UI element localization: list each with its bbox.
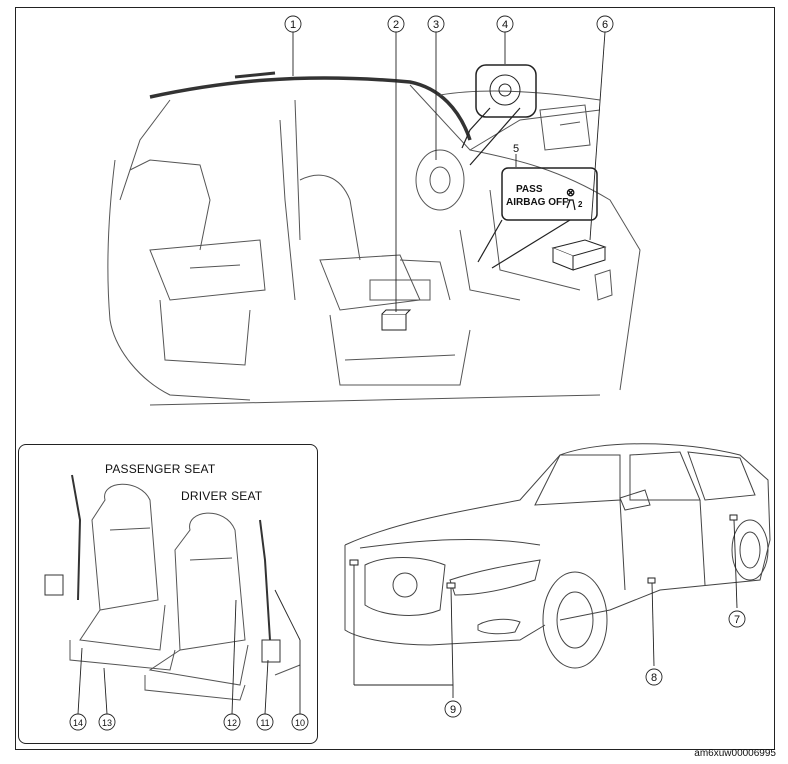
callout-3: 3 — [433, 19, 439, 31]
indicator-line-1: PASS — [516, 184, 543, 195]
callout-13: 13 — [102, 718, 112, 728]
indicator-line-2: AIRBAG OFF — [506, 197, 568, 208]
callout-14: 14 — [73, 718, 83, 728]
callout-6: 6 — [602, 19, 608, 31]
callout-2: 2 — [393, 19, 399, 31]
callout-5: 5 — [513, 143, 519, 155]
inset-leader-lines — [77, 589, 301, 715]
footer-code: am6xuw00006995 — [694, 748, 776, 759]
diagram-frame — [15, 7, 775, 750]
callout-10: 10 — [295, 718, 305, 728]
callout-7: 7 — [734, 614, 740, 626]
callout-8: 8 — [651, 672, 657, 684]
cabin-interior-illustration — [107, 71, 641, 406]
callout-11: 11 — [260, 718, 269, 728]
occupant-module-box — [381, 309, 412, 331]
seats-illustration — [44, 474, 301, 701]
passenger-seat-label: PASSENGER SEAT — [105, 462, 216, 476]
crash-sensor-marks — [349, 514, 738, 589]
callout-12: 12 — [227, 718, 237, 728]
passenger-airbag-icon: ⊗ — [566, 187, 575, 199]
sas-control-module — [551, 239, 607, 271]
callout-numbers: 1 2 3 4 5 6 7 8 9 10 11 12 13 14 — [73, 19, 740, 728]
driver-seat-label: DRIVER SEAT — [181, 489, 263, 503]
airbag-indicator-panel-outline — [477, 167, 598, 269]
clock-spring-inset — [461, 64, 537, 166]
top-leader-lines — [292, 31, 606, 312]
indicator-subscript: 2 — [578, 200, 583, 209]
top-callout-circles — [284, 15, 614, 33]
seat-inset-panel — [18, 444, 318, 744]
callout-4: 4 — [502, 19, 508, 31]
callout-9: 9 — [450, 704, 456, 716]
callout-1: 1 — [290, 19, 296, 31]
car-leader-lines — [353, 519, 738, 698]
bottom-callout-circles — [69, 610, 746, 731]
exterior-car-illustration — [344, 443, 771, 669]
airbag-indicator-text: PASS AIRBAG OFF ⊗ 2 — [506, 184, 583, 211]
